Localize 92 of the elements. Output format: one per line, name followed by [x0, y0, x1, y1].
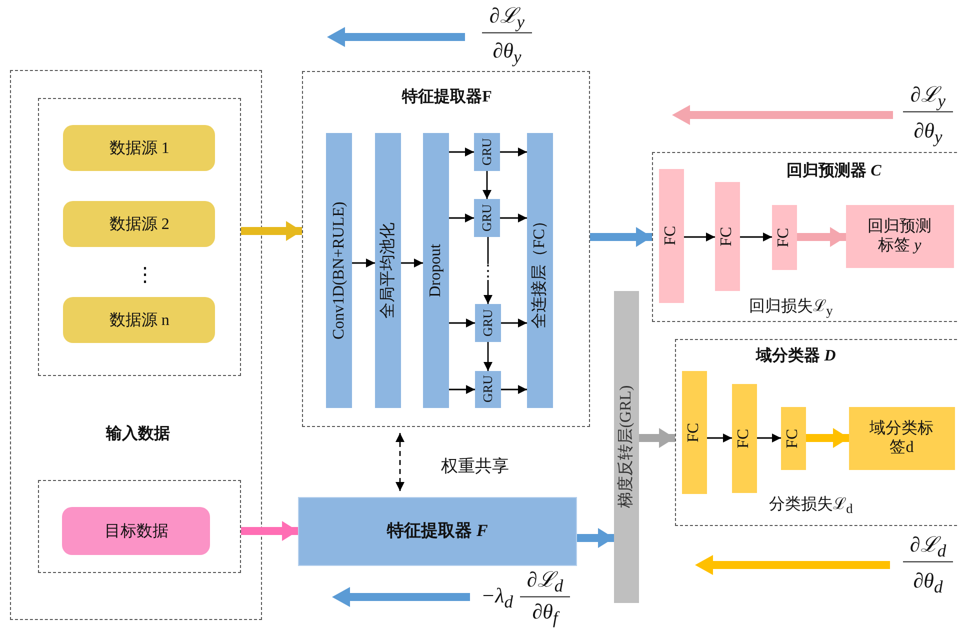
output-label-box	[848, 406, 955, 470]
dashed-group-box	[675, 339, 958, 526]
arrow	[500, 214, 527, 222]
arrow	[401, 258, 423, 268]
data-source-box	[63, 201, 216, 248]
layer-label: FC	[662, 226, 681, 246]
ellipsis-mark: ⋮	[135, 264, 155, 286]
layer-bar	[422, 132, 449, 408]
gru-cell-box	[474, 132, 500, 171]
double-arrow	[396, 433, 404, 491]
fc-layer-bar	[780, 406, 806, 470]
arrow	[501, 385, 527, 394]
data-source-box	[63, 297, 216, 344]
layer-bar	[374, 132, 401, 408]
layer-label: FC	[734, 428, 754, 448]
arrow	[806, 428, 849, 448]
group-title: 域分类器 D	[756, 346, 836, 366]
group-title: 回归预测器 C	[786, 161, 882, 181]
formula-text: ∂ℒ$_{y}$	[903, 83, 953, 113]
arrow	[740, 232, 772, 242]
layer-label: GRU	[480, 308, 496, 336]
dashed-group-box	[652, 152, 958, 322]
box-label: 数据源 2	[109, 214, 170, 234]
arrow	[797, 227, 846, 247]
layer-label: FC	[684, 422, 704, 442]
layer-label: GRU	[478, 138, 494, 166]
fc-layer-bar	[732, 384, 757, 493]
data-source-box	[63, 125, 216, 172]
arrow	[639, 428, 675, 448]
arrow	[707, 434, 732, 442]
arrow	[577, 528, 614, 548]
fc-layer-bar	[682, 370, 707, 494]
arrow	[449, 385, 475, 394]
layer-label: Dropout	[426, 244, 446, 297]
target-data-box	[62, 507, 210, 556]
box-label: 域分类标签d	[868, 419, 935, 458]
formula-text: ∂θ$_{d}$	[913, 569, 943, 597]
formula-text: ∂ℒ$_{d}$	[903, 533, 953, 563]
gradient-reversal-bar	[614, 291, 639, 603]
arrow	[449, 148, 474, 156]
dashed-group-box	[38, 98, 241, 376]
arrow	[484, 342, 492, 371]
layer-label: Conv1D(BN+RULE)	[329, 201, 348, 340]
gru-cell-box	[474, 370, 501, 408]
arrow	[241, 521, 298, 541]
arrow	[449, 214, 474, 222]
fc-layer-bar	[714, 182, 740, 291]
layer-label: 全局平均池化	[378, 222, 398, 318]
loss-label: 分类损失ℒ$_{d}$	[769, 494, 853, 518]
layer-bar	[526, 132, 553, 408]
layer-label: GRU	[480, 375, 496, 403]
arrow	[501, 318, 527, 328]
formula-text: ∂θ$_{y}$	[914, 119, 942, 147]
arrow	[482, 171, 492, 199]
layer-bar	[326, 132, 352, 408]
arrow	[449, 318, 475, 328]
dashed-group-box	[302, 71, 590, 427]
box-label: 数据源 n	[109, 310, 170, 330]
fc-layer-bar	[658, 168, 684, 303]
fc-layer-bar	[772, 204, 797, 270]
layer-label: FC	[774, 227, 794, 247]
layer-label: FC	[718, 226, 737, 246]
gru-cell-box	[474, 304, 501, 342]
feature-extractor-box	[298, 497, 577, 566]
loss-label: 回归损失ℒ$_{y}$	[749, 296, 833, 320]
box-label: 目标数据	[104, 522, 168, 541]
box-label: 数据源 1	[109, 138, 170, 158]
box-label: 回归预测标签 y	[866, 217, 933, 256]
formula-text: −λ$_{d}$	[480, 584, 514, 612]
layer-label: 全连接层（FC）	[530, 212, 550, 328]
formula-text: ∂ℒ$_{y}$	[482, 4, 532, 34]
gru-cell-box	[474, 198, 500, 237]
dashed-group-box	[10, 70, 262, 620]
arrow	[484, 237, 492, 304]
box-label: 特征提取器 F	[387, 521, 488, 542]
formula-text: ∂θ$_{f}$	[532, 600, 558, 628]
group-title: 特征提取器F	[402, 87, 492, 107]
output-label-box	[846, 204, 954, 268]
edge-label: 权重共享	[439, 458, 511, 474]
layer-label: 梯度反转层(GRL)	[616, 386, 636, 508]
arrow	[241, 221, 302, 241]
arrow	[590, 227, 652, 247]
arrow	[500, 148, 527, 156]
layer-label: GRU	[478, 204, 494, 232]
arrow	[757, 434, 781, 442]
formula-text: ∂ℒ$_{d}$	[520, 568, 570, 598]
layer-label: FC	[784, 428, 803, 448]
group-title: 输入数据	[106, 424, 170, 444]
dashed-group-box	[38, 480, 241, 573]
formula-text: ∂θ$_{y}$	[492, 39, 522, 67]
arrow	[352, 258, 375, 268]
arrow	[684, 232, 715, 242]
